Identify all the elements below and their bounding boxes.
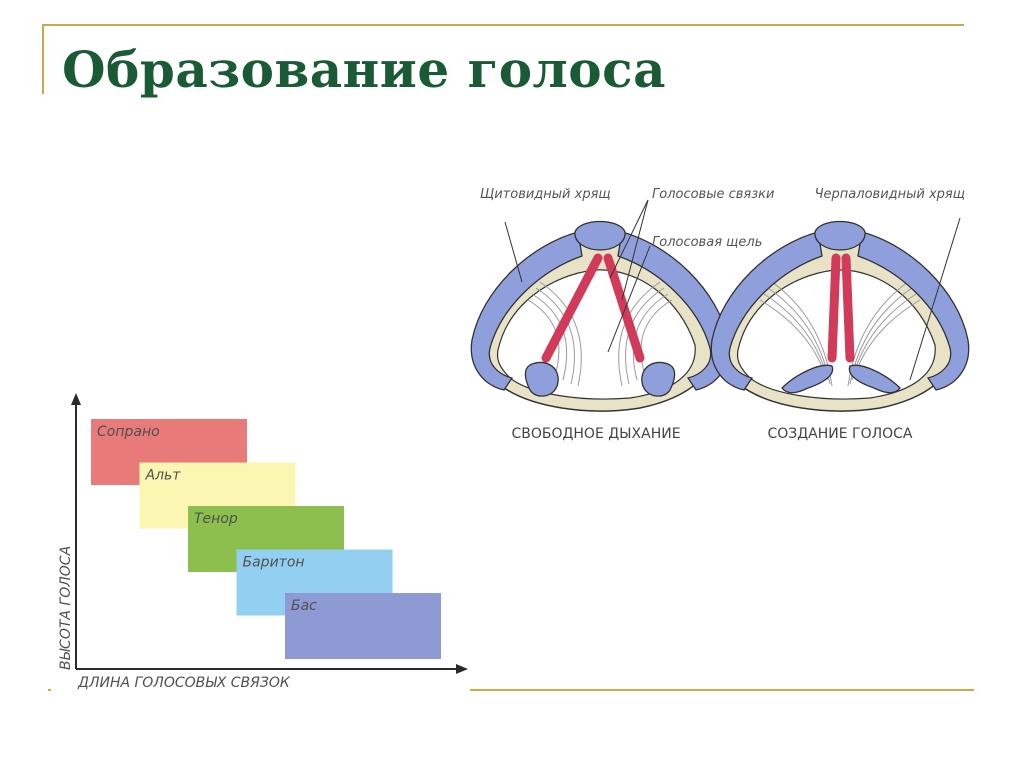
x-axis-arrow [456,664,468,674]
arytenoid-right-a [781,364,834,394]
leader-lines [504,199,961,381]
label-arytenoid-cartilage: Черпаловидный хрящ [815,187,965,202]
larynx-phonation [710,220,970,412]
thyroid-cartilage-right-wing [617,231,730,391]
voice-range-label-4: Баритон [243,555,305,571]
label-vocal-cords: Голосовые связки [652,187,774,202]
voice-range-label-5: Бас [291,598,317,614]
vocal-cord-right-b [841,253,855,363]
thyroid-cartilage-left-wing [470,231,583,391]
caption-free-breathing: СВОБОДНОЕ ДЫХАНИЕ [511,426,680,442]
x-axis-label: ДЛИНА ГОЛОСОВЫХ СВЯЗОК [77,675,291,691]
vocal-cord-left-b [603,253,645,363]
label-glottis: Голосовая щель [652,235,762,250]
thyroid-top-left [574,220,626,251]
voice-range-label-2: Альт [145,468,182,484]
y-axis-label: ВЫСОТА ГОЛОСА [58,546,74,670]
arytenoid-right-b [848,364,901,394]
larynx-diagram: Щитовидный хрящ Голосовые связки Голосов… [460,170,980,460]
thyroid-cartilage-left-wing-2 [710,231,823,391]
arytenoid-left-a [524,361,559,397]
y-axis-arrow [71,393,81,405]
frame-bottom-line [470,689,974,691]
arytenoid-left-b [641,361,676,397]
larynx-svg: Щитовидный хрящ Голосовые связки Голосов… [470,187,970,442]
vocal-cord-right-a [827,253,841,363]
label-thyroid-cartilage: Щитовидный хрящ [480,187,611,202]
thyroid-top-right [814,220,866,251]
frame-top-line [42,24,964,26]
thyroid-cartilage-right-wing-2 [857,231,970,391]
voice-range-bar-5 [285,593,441,659]
voice-range-label-3: Тенор [194,511,238,527]
larynx-breathing [470,220,730,412]
frame-bottom-dot [48,689,51,691]
voice-range-label-1: Сопрано [97,424,160,440]
frame-left-line [42,24,44,94]
vocal-cord-left-a [541,253,603,363]
caption-voice-production: СОЗДАНИЕ ГОЛОСА [767,426,912,442]
slide-title: Образование голоса [62,40,666,99]
